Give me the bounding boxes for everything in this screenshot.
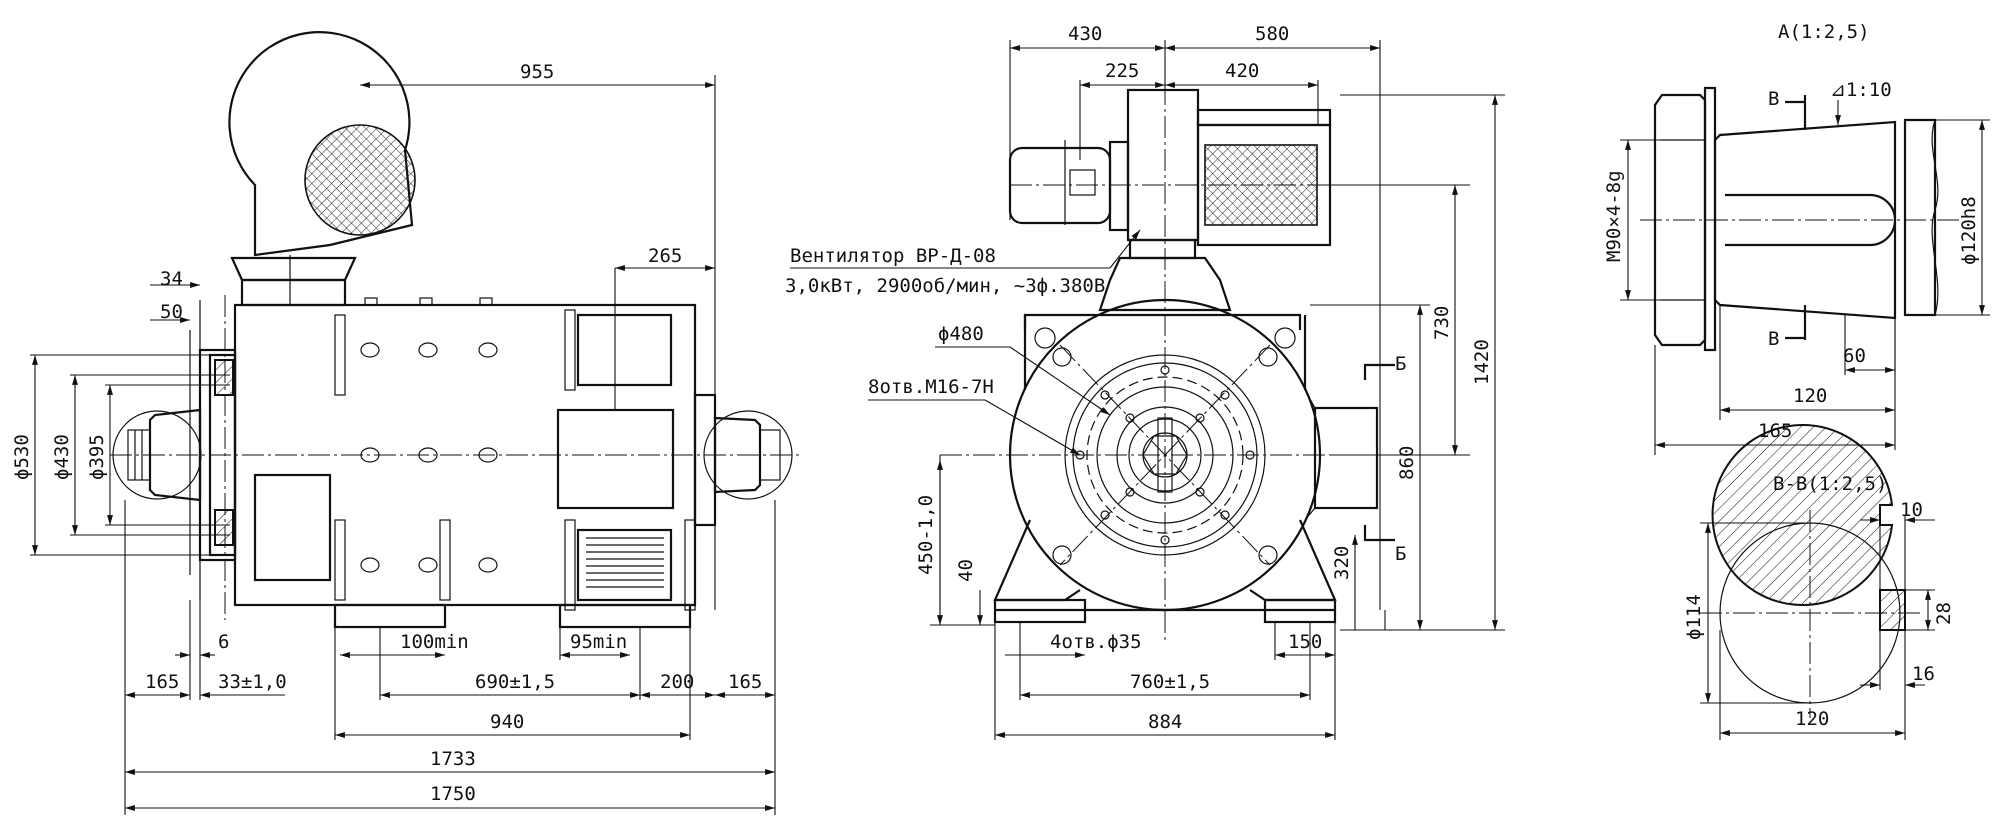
dim-320: 320 (1331, 546, 1353, 580)
thread-label: М90×4-8g (1603, 170, 1625, 262)
detail-a (1620, 86, 1990, 455)
dim-760: 760±1,5 (1130, 671, 1210, 693)
shaft-dia: ϕ120h8 (1958, 196, 1980, 265)
dim-6: 6 (218, 631, 229, 653)
detail-a-mark-top: В (1768, 88, 1779, 110)
fan-spec: 3,0кВт, 2900об/мин, ~3ф.380В (785, 275, 1105, 297)
dim-580: 580 (1255, 23, 1289, 45)
dim-60: 60 (1843, 345, 1866, 367)
fan-housing (228, 31, 414, 257)
fan-label: Вентилятор ВР-Д-08 (790, 245, 996, 267)
dim-16: 16 (1912, 663, 1935, 685)
dim-34: 34 (160, 268, 183, 290)
section-bb-title: В-В(1:2,5) (1773, 473, 1887, 495)
dim-1733: 1733 (430, 748, 476, 770)
dim-33: 33±1,0 (218, 671, 287, 693)
section-mark-b-bottom: Б (1395, 543, 1406, 565)
dim-165-right: 165 (728, 671, 762, 693)
dim-120-bb: 120 (1795, 708, 1829, 730)
dim-50: 50 (160, 301, 183, 323)
dim-884: 884 (1148, 711, 1182, 733)
dim-100min: 100min (400, 631, 469, 653)
dim-690: 690±1,5 (475, 671, 555, 693)
detail-a-title: А(1:2,5) (1778, 21, 1870, 43)
taper-label: ⊿1:10 (1830, 79, 1892, 101)
dim-95min: 95min (570, 631, 627, 653)
dim-d530: ϕ530 (11, 434, 33, 480)
holes-label: 8отв.М16-7Н (868, 376, 994, 398)
holes-base: 4отв.ϕ35 (1050, 631, 1142, 653)
dim-265: 265 (648, 245, 682, 267)
dim-225: 225 (1105, 60, 1139, 82)
front-view (790, 40, 1505, 740)
dim-940: 940 (490, 711, 524, 733)
dim-28: 28 (1933, 602, 1955, 625)
dim-d430: ϕ430 (51, 434, 73, 480)
dim-1420: 1420 (1471, 339, 1493, 385)
dim-d114: ϕ114 (1683, 594, 1705, 640)
dim-955: 955 (520, 61, 554, 83)
dim-165-left: 165 (145, 671, 179, 693)
dim-d480: ϕ480 (938, 323, 984, 345)
dim-10: 10 (1900, 499, 1923, 521)
dim-150: 150 (1288, 631, 1322, 653)
dim-d395: ϕ395 (86, 434, 108, 480)
section-mark-b-top: Б (1395, 353, 1406, 375)
side-view (30, 31, 800, 815)
dim-430: 430 (1068, 23, 1102, 45)
dim-1750: 1750 (430, 783, 476, 805)
detail-a-mark-bottom: В (1768, 328, 1779, 350)
shaft-section (1711, 424, 1894, 606)
dim-40: 40 (955, 559, 977, 582)
dim-450: 450-1,0 (915, 495, 937, 575)
dim-860: 860 (1396, 446, 1418, 480)
section-bb (1700, 424, 1935, 740)
fan-volute (1126, 88, 1200, 242)
dim-200: 200 (660, 671, 694, 693)
fan-grille (304, 124, 416, 236)
dim-420: 420 (1225, 60, 1259, 82)
dim-730: 730 (1431, 306, 1453, 340)
dim-120-a: 120 (1793, 385, 1827, 407)
